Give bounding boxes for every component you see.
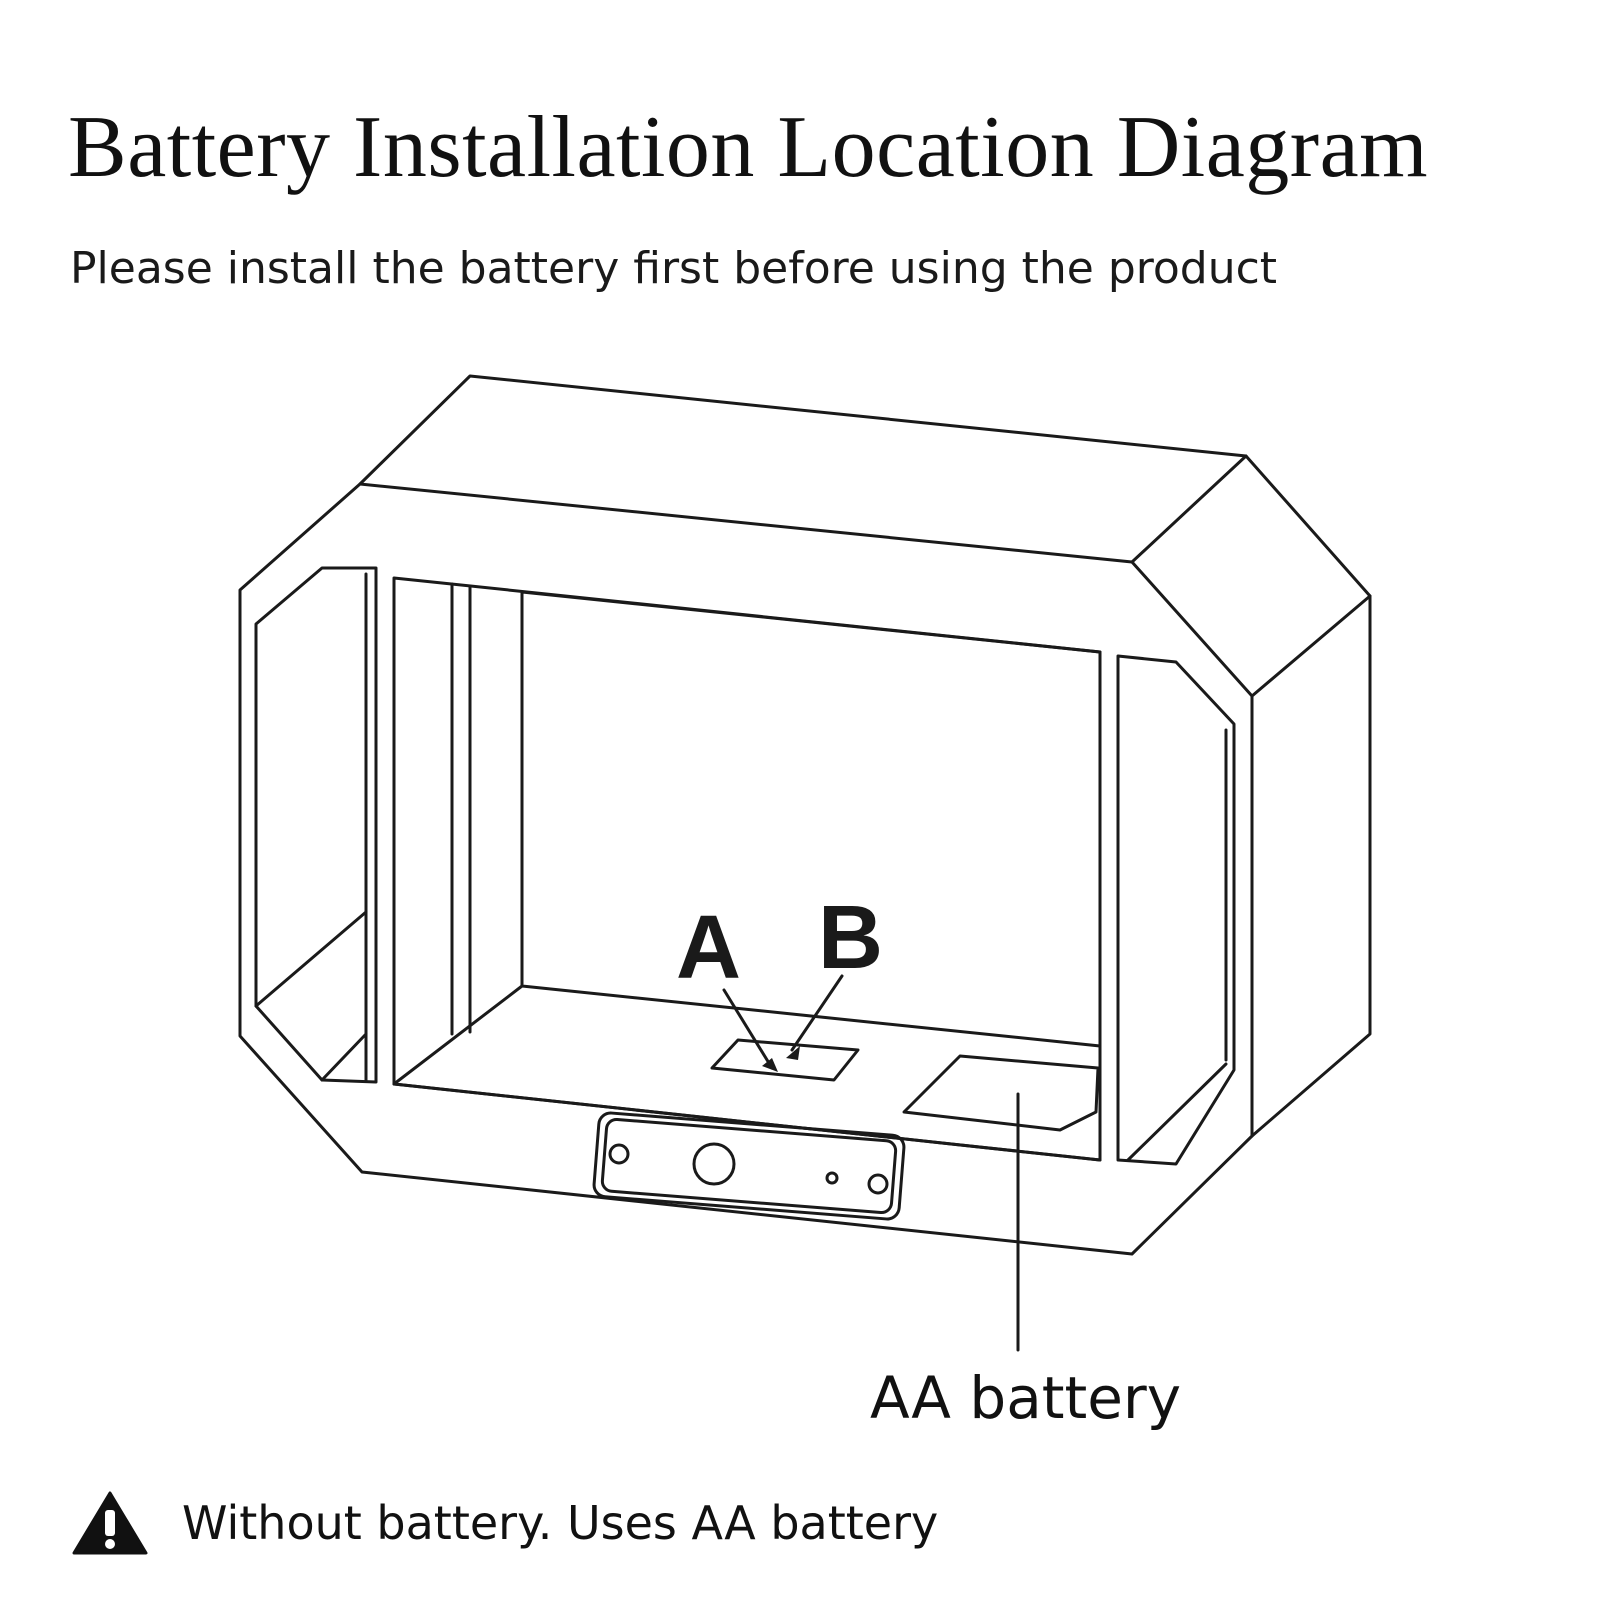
warning-note: Without battery. Uses AA battery xyxy=(72,1488,938,1558)
page-title: Battery Installation Location Diagram xyxy=(68,99,1429,196)
callout-line-b xyxy=(790,974,844,1052)
outer-body-outline xyxy=(238,374,1372,1256)
right-bevel-edge xyxy=(1130,454,1248,564)
label-a: A xyxy=(676,898,741,998)
panel-screw-right xyxy=(867,1173,889,1195)
battery-compartment xyxy=(902,1054,1100,1132)
top-face-front-edge xyxy=(358,482,1134,564)
back-wall xyxy=(520,590,1102,1048)
left-window-diagonal xyxy=(254,910,368,1008)
floor-left-diagonal xyxy=(392,984,524,1086)
right-corner-edge xyxy=(1250,594,1372,698)
control-panel xyxy=(592,1111,906,1221)
warning-text: Without battery. Uses AA battery xyxy=(182,1496,939,1550)
right-window-diagonal xyxy=(1126,1062,1228,1162)
panel-screw-left xyxy=(608,1143,630,1165)
left-window-lower-diagonal xyxy=(320,1032,368,1082)
indicator-light xyxy=(825,1171,839,1185)
arrowhead-a xyxy=(762,1058,778,1072)
power-button xyxy=(692,1142,736,1186)
label-b: B xyxy=(818,888,883,988)
callout-line-a xyxy=(722,988,774,1070)
label-aa-battery: AA battery xyxy=(870,1364,1181,1432)
control-panel-inner xyxy=(600,1117,898,1215)
arrowhead-b xyxy=(786,1046,800,1060)
warning-triangle-icon xyxy=(72,1491,148,1555)
left-window xyxy=(254,566,378,1084)
floor-front-edge xyxy=(392,1082,1102,1162)
top-right-edge xyxy=(1130,560,1254,698)
right-window xyxy=(1116,654,1236,1166)
page-subtitle: Please install the battery first before … xyxy=(70,243,1278,294)
switch-slot xyxy=(710,1038,860,1082)
